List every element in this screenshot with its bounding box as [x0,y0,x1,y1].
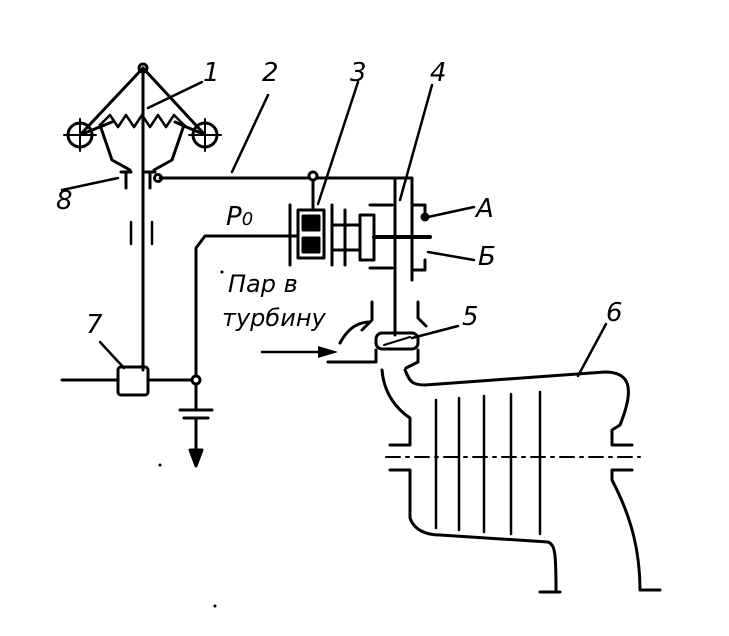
oil-pipe [194,234,292,382]
oil-drain [178,382,214,468]
p0-subscript: 0 [241,209,254,230]
left-flyball [63,118,97,152]
label-3: 3 [350,58,367,88]
label-7: 7 [86,310,103,340]
lever-2-end [393,176,414,198]
leader-7 [98,340,126,370]
servomotor-4 [330,176,432,322]
leader-3 [316,80,360,206]
leader-8 [60,176,120,192]
label-6: 6 [606,298,623,328]
stray-dot [213,604,217,608]
leader-6 [576,322,608,378]
governor-sleeve [119,170,163,190]
pilot-valve-3 [283,170,334,267]
label-8: 8 [56,186,73,216]
governor-right-link [152,123,186,172]
governor-left-link [98,123,132,172]
label-A: А [476,194,494,224]
steam-label-line2: турбину [222,304,326,332]
leader-5 [410,324,460,340]
steam-arrow-head [318,346,338,358]
leader-B [426,250,476,262]
leader-4 [398,83,434,202]
steam-label-line1: Пар в [228,270,298,298]
turbine-6 [380,368,662,594]
steam-valve-5 [326,298,428,370]
p0-letter: P [226,202,242,232]
label-5: 5 [462,302,479,332]
stray-dot [220,270,224,274]
label-p0: P0 [226,204,253,230]
centrifugal-governor [63,62,222,182]
leader-2 [230,93,270,174]
label-1: 1 [203,58,220,88]
label-4: 4 [430,58,447,88]
right-flyball [188,118,222,152]
label-2: 2 [262,58,279,88]
label-B: Б [478,242,496,272]
leader-1 [146,80,204,110]
governor-spring [98,113,186,129]
leader-A [426,205,476,219]
stray-dot [158,463,162,467]
